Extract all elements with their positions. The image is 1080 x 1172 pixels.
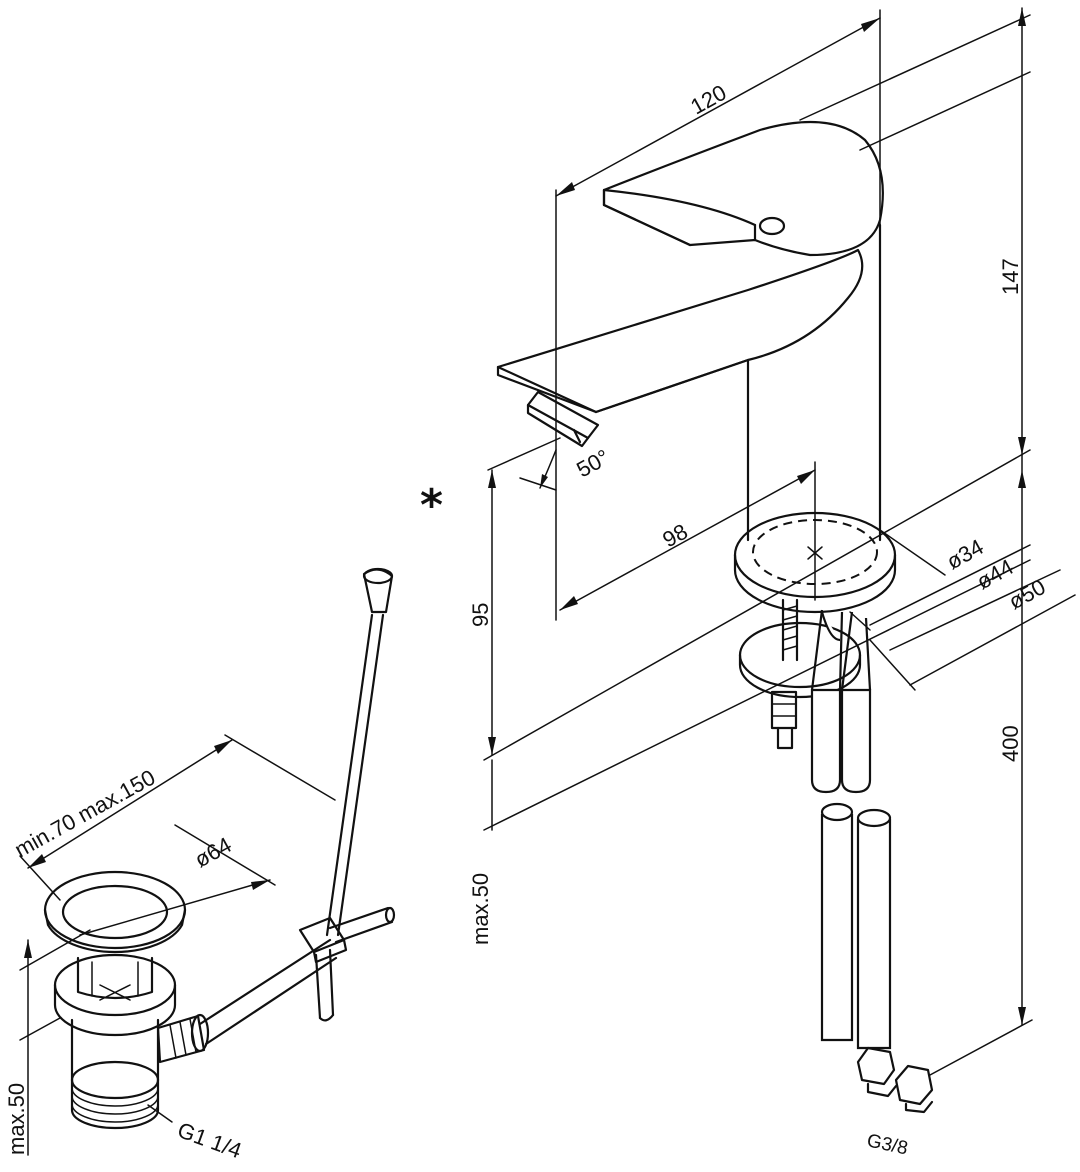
label-dia50: ø50 xyxy=(1004,574,1049,614)
label-98: 98 xyxy=(658,519,692,553)
faucet xyxy=(496,120,897,750)
flexible-hoses xyxy=(810,609,934,1114)
label-g3-8: G3/8 xyxy=(865,1130,910,1159)
drain-dimensions xyxy=(19,734,336,1156)
label-g1-1-4: G1 1/4 xyxy=(174,1117,245,1163)
pop-up-drain xyxy=(43,567,396,1130)
label-95: 95 xyxy=(468,603,493,627)
label-120: 120 xyxy=(686,80,730,120)
label-50deg: 50° xyxy=(572,444,613,482)
faucet-dimensions xyxy=(483,7,1076,1076)
label-min70-max150: min.70 max.150 xyxy=(10,765,159,863)
label-400: 400 xyxy=(998,725,1023,762)
dimension-labels: * 120 147 95 98 50° ø34 ø44 ø50 400 max.… xyxy=(4,80,1050,1164)
reference-mark: * xyxy=(420,480,443,531)
label-max50-faucet: max.50 xyxy=(468,873,493,945)
label-max50-drain: max.50 xyxy=(4,1083,29,1155)
label-147: 147 xyxy=(998,258,1023,295)
